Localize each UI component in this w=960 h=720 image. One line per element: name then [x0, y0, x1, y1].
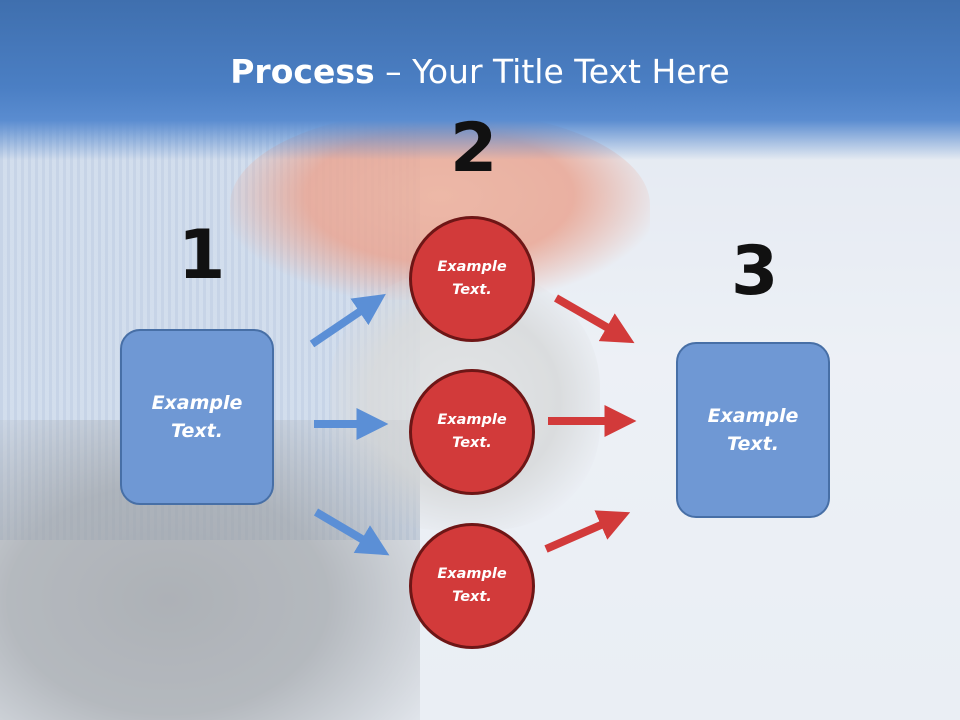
title-band: [0, 0, 960, 160]
circle-middle: Example Text.: [409, 369, 535, 495]
step-number-2: 2: [450, 109, 498, 188]
arrow-blue-up: [309, 293, 386, 348]
arrow-red-down: [554, 294, 635, 344]
title-bold: Process: [230, 52, 375, 91]
right-step-box-text: Example Text.: [707, 404, 799, 456]
step-number-3: 3: [731, 232, 779, 311]
circle-top-text: Example Text.: [437, 258, 507, 298]
step-number-1: 1: [178, 216, 226, 295]
arrow-red-up: [544, 510, 631, 553]
title-rest: – Your Title Text Here: [374, 52, 730, 91]
circle-bottom-text: Example Text.: [437, 565, 507, 605]
circle-bottom: Example Text.: [409, 523, 535, 649]
circle-middle-text: Example Text.: [437, 411, 507, 451]
left-step-box: Example Text.: [120, 329, 274, 505]
arrow-blue-down: [313, 508, 390, 556]
left-step-box-text: Example Text.: [151, 391, 243, 443]
slide-title: Process – Your Title Text Here: [0, 52, 960, 91]
circle-top: Example Text.: [409, 216, 535, 342]
right-step-box: Example Text.: [676, 342, 830, 518]
